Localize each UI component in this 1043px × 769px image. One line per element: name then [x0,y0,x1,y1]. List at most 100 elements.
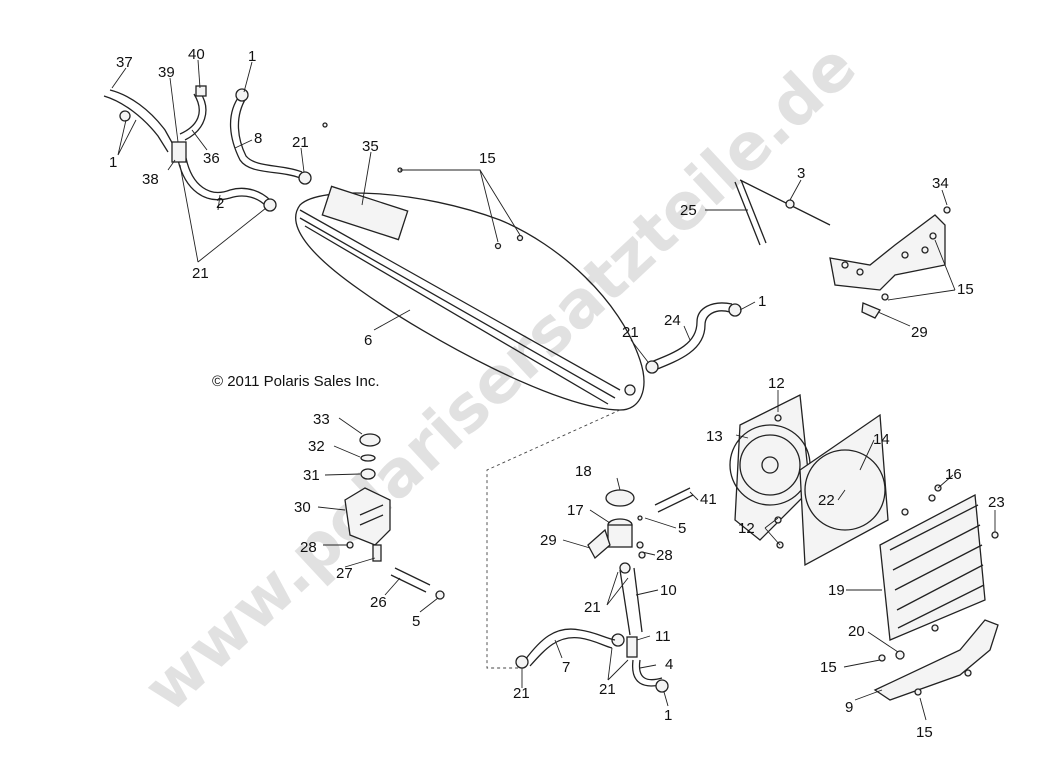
radiator-19 [879,493,986,641]
callout-28: 28 [656,547,673,564]
tube-outline-6 [295,192,645,411]
callout-6: 6 [364,332,372,349]
callout-39: 39 [158,64,175,81]
callout-21: 21 [599,681,616,698]
rod-3 [739,179,831,226]
clamp-21-left [263,198,277,212]
clamp-1-bottom [655,679,669,693]
callout-25: 25 [680,202,697,219]
callout-15: 15 [916,724,933,741]
fan-shroud-group [729,393,889,567]
callout-11: 11 [655,628,671,645]
callout-26: 26 [370,594,387,611]
hose-36 [184,91,207,141]
leader-lines [111,59,996,721]
fitting-11 [626,636,638,658]
hose-clip-35 [321,185,409,241]
neck-31 [360,468,376,480]
callout-34: 34 [932,175,949,192]
callout-labels: 37 40 1 39 1 36 8 21 35 15 38 2 21 3 25 … [109,46,1005,741]
callout-16: 16 [945,466,962,483]
callout-19: 19 [828,582,845,599]
callout-21: 21 [622,324,639,341]
clip-29-top [861,302,881,319]
cap-33 [359,433,381,447]
coolant-tubes-assembly [295,122,645,411]
clamp-1-left [119,110,131,122]
hose-2 [177,159,267,207]
callout-36: 36 [203,150,220,167]
callout-12: 12 [738,520,755,537]
callout-21: 21 [292,134,309,151]
callout-7: 7 [562,659,570,676]
reservoir-30 [344,487,391,546]
copyright-text: © 2011 Polaris Sales Inc. [212,373,380,390]
fitting-38 [171,141,187,163]
callout-23: 23 [988,494,1005,511]
callout-21: 21 [513,685,530,702]
callout-20: 20 [848,623,865,640]
callout-38: 38 [142,171,159,188]
hose-37 [109,89,176,149]
callout-29: 29 [911,324,928,341]
callout-37: 37 [116,54,133,71]
callout-3: 3 [797,165,805,182]
callout-5: 5 [412,613,420,630]
callout-24: 24 [664,312,681,329]
coolant-hose-group-upper-left [103,85,312,212]
callout-2: 2 [216,195,224,212]
callout-21: 21 [192,265,209,282]
callout-27: 27 [336,565,353,582]
callout-21: 21 [584,599,601,616]
callout-31: 31 [303,467,320,484]
seal-32 [360,454,376,462]
hose-24 [654,310,731,371]
callout-18: 18 [575,463,592,480]
callout-22: 22 [818,492,835,509]
dashed-reference-line [486,409,621,669]
callout-4: 4 [665,656,673,673]
callout-35: 35 [362,138,379,155]
callout-1: 1 [664,707,672,724]
callout-33: 33 [313,411,330,428]
bracket-29 [587,528,611,560]
clamp-40 [195,85,207,97]
callout-29: 29 [540,532,557,549]
hose-10 [619,569,631,636]
callout-15: 15 [957,281,974,298]
callout-40: 40 [188,46,205,63]
clamp-1-top [235,88,249,102]
callout-1: 1 [109,154,117,171]
cap-18 [605,489,635,507]
rod-25 [734,181,761,246]
callout-9: 9 [845,699,853,716]
hose-26 [394,567,431,586]
hose-41 [654,487,691,506]
hose-4 [632,659,661,687]
callout-32: 32 [308,438,325,455]
callout-15: 15 [479,150,496,167]
callout-1: 1 [758,293,766,310]
mount-bracket-group [734,179,951,319]
callout-1: 1 [248,48,256,65]
plug-5-left [435,590,445,600]
hose-8 [229,94,301,179]
callout-13: 13 [706,428,723,445]
bracket-9 [873,619,999,701]
clamp-21-mid [645,360,659,374]
callout-15: 15 [820,659,837,676]
callout-17: 17 [567,502,584,519]
callout-28: 28 [300,539,317,556]
hose-24-group [645,302,742,374]
clamp-21-bottom [515,655,529,669]
coolant-reservoir-group [344,433,445,600]
callout-30: 30 [294,499,311,516]
hose-7 [524,628,616,661]
radiator-mount-bracket [873,619,999,701]
fitting-27 [372,544,382,562]
callout-12: 12 [768,375,785,392]
callout-41: 41 [700,491,717,508]
callout-10: 10 [660,582,677,599]
clamp-21-top [298,171,312,185]
